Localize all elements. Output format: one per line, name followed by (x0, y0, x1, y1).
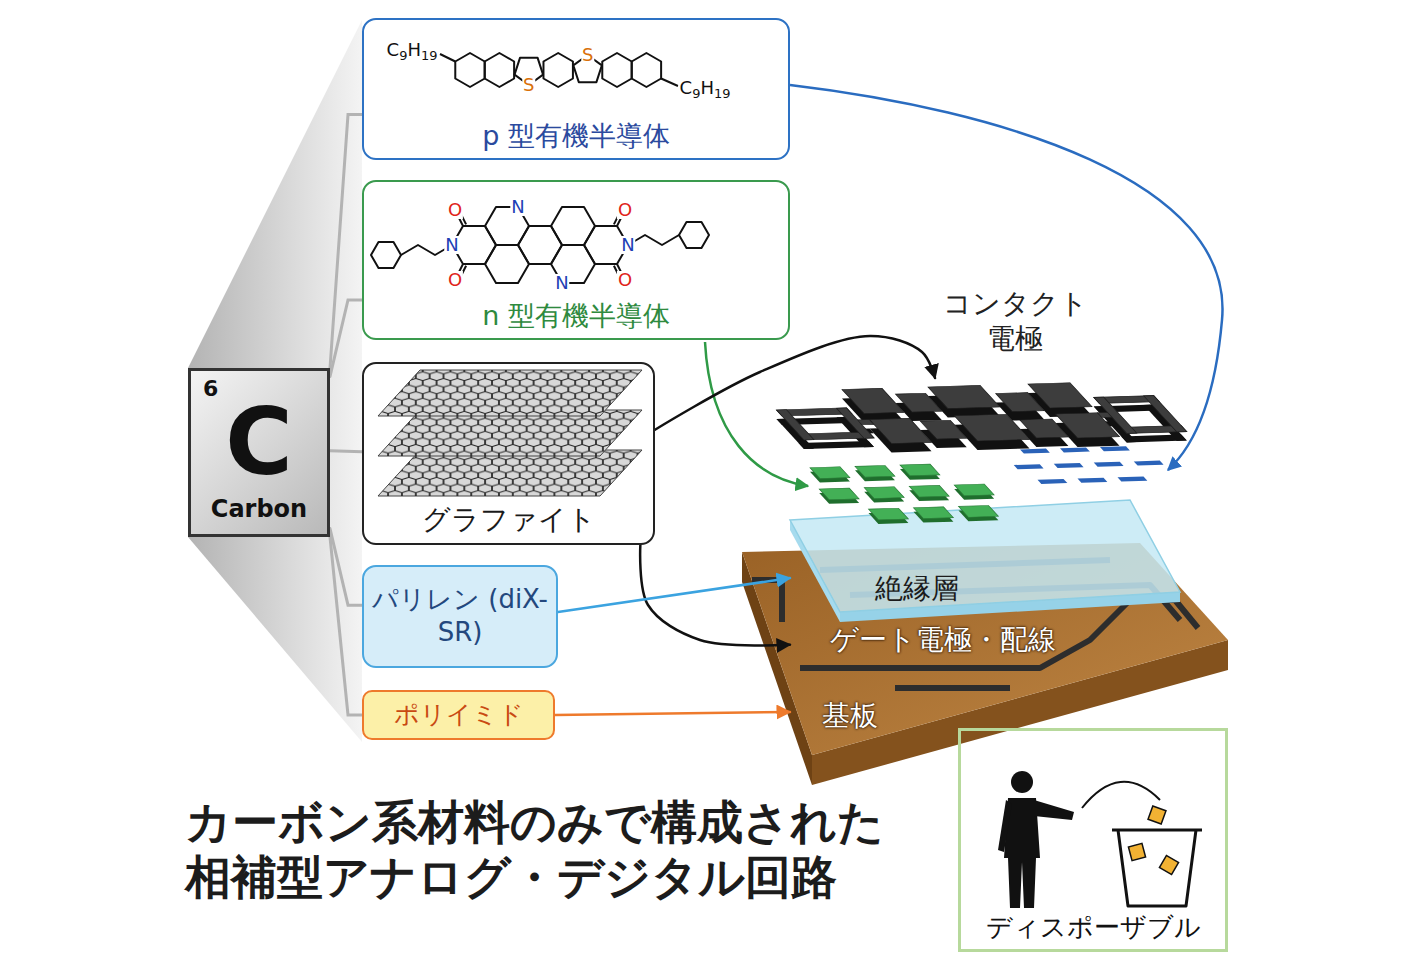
disposal-icon (1082, 782, 1160, 808)
graphite-sheets (378, 410, 642, 456)
graphite-sheets (378, 410, 642, 456)
p-semiconductor-strips (1060, 447, 1090, 452)
material-box: n 型有機半導体 (362, 180, 790, 340)
element-tile: 6C Carbon (188, 368, 330, 537)
sulfur-atom: S (581, 46, 594, 64)
layer-region: ゲート電極・配線基板 (790, 543, 1228, 785)
gate-wiring (895, 685, 1010, 691)
connector (330, 300, 362, 376)
graphite-sheets (378, 370, 642, 416)
material-name: ポリイミド (364, 700, 553, 730)
disposal-icon (1112, 830, 1202, 906)
connector (330, 449, 362, 453)
n-semiconductor-pads (800, 463, 1013, 521)
connector (655, 336, 935, 430)
graphite-sheets (378, 370, 642, 496)
connector (330, 115, 362, 368)
oxygen-atom: O (617, 201, 633, 219)
connector (558, 578, 790, 612)
alkyl-chain: C9H19 (386, 41, 439, 62)
layer-label: ゲート電極・配線 (830, 623, 1056, 657)
p-semiconductor-strips (1014, 464, 1044, 469)
p-type-molecule (602, 53, 631, 87)
graphite-sheets (378, 370, 642, 416)
p-type-molecule (485, 53, 514, 87)
disposal-icon (1011, 771, 1033, 793)
material-name: n 型有機半導体 (364, 300, 788, 332)
oxygen-atom: O (447, 201, 463, 219)
connector (555, 712, 790, 715)
p-type-molecule (455, 53, 484, 87)
contact-electrode-pattern (760, 381, 1190, 446)
disposal-icon (998, 771, 1202, 908)
p-semiconductor-strips (1038, 479, 1068, 484)
p-type-molecule (661, 79, 678, 87)
graphite-sheets (378, 450, 642, 496)
layer-region: 絶縁層 (790, 500, 1180, 622)
material-box: グラファイト (362, 362, 655, 545)
nitrogen-atom: N (620, 236, 635, 254)
n-type-molecule (371, 242, 401, 268)
p-semiconductor-strips (1118, 477, 1148, 482)
gate-wiring (752, 580, 782, 622)
n-type-molecule (371, 207, 709, 283)
caption: カーボン系材料のみで構成された 相補型アナログ・デジタル回路 (185, 795, 965, 905)
disposal-icon (1148, 806, 1166, 824)
connector (330, 537, 362, 715)
contact-electrode-pattern (760, 381, 1190, 455)
p-semiconductor-strips (1134, 461, 1164, 466)
atomic-number: 6 (203, 377, 218, 401)
material-arrow (705, 342, 808, 486)
oxygen-atom: O (447, 271, 463, 289)
material-name: パリレン (diX-SR) (364, 583, 556, 651)
disposal-icon (998, 800, 1012, 852)
disposal-icon (1128, 843, 1145, 860)
alkyl-chain: C9H19 (679, 79, 732, 100)
p-type-molecule (440, 53, 678, 87)
p-semiconductor-strips (1100, 446, 1130, 451)
material-box: ポリイミド (362, 690, 555, 740)
element-symbol: C (191, 397, 327, 489)
material-box: パリレン (diX-SR) (362, 565, 558, 668)
layer-label: コンタクト 電極 (935, 286, 1095, 356)
graphite-sheets (378, 450, 642, 496)
disposal-icon (1034, 800, 1074, 820)
material-name: p 型有機半導体 (364, 120, 788, 152)
n-type-molecule (679, 222, 709, 248)
contact-electrode-pattern (760, 381, 1190, 446)
material-name: グラファイト (364, 503, 653, 537)
oxygen-atom: O (617, 271, 633, 289)
n-semiconductor-pads (800, 463, 1013, 525)
panel-label: ディスポーザブル (961, 912, 1225, 943)
sulfur-atom: S (522, 76, 535, 94)
n-semiconductor-pads (800, 463, 1013, 521)
p-semiconductor-strips (1094, 462, 1124, 467)
layer-label: 絶縁層 (875, 572, 959, 606)
p-semiconductor-strips (1000, 446, 1177, 485)
layer-region: コンタクト 電極 (760, 378, 1190, 455)
p-type-molecule (543, 53, 572, 87)
material-arrow (790, 85, 1223, 470)
element-fan (188, 20, 362, 742)
p-semiconductor-strips (1078, 478, 1108, 483)
p-type-molecule (440, 54, 455, 62)
disposable-panel: ディスポーザブル (958, 728, 1228, 952)
nitrogen-atom: N (510, 198, 525, 216)
element-name: Carbon (191, 495, 327, 524)
disposal-icon (1159, 855, 1178, 874)
connector (640, 545, 790, 645)
p-semiconductor-strips (1020, 449, 1050, 454)
p-type-molecule (632, 53, 661, 87)
layer-label: 基板 (822, 699, 878, 733)
p-semiconductor-strips (1054, 463, 1084, 468)
nitrogen-atom: N (444, 236, 459, 254)
nitrogen-atom: N (554, 274, 569, 292)
